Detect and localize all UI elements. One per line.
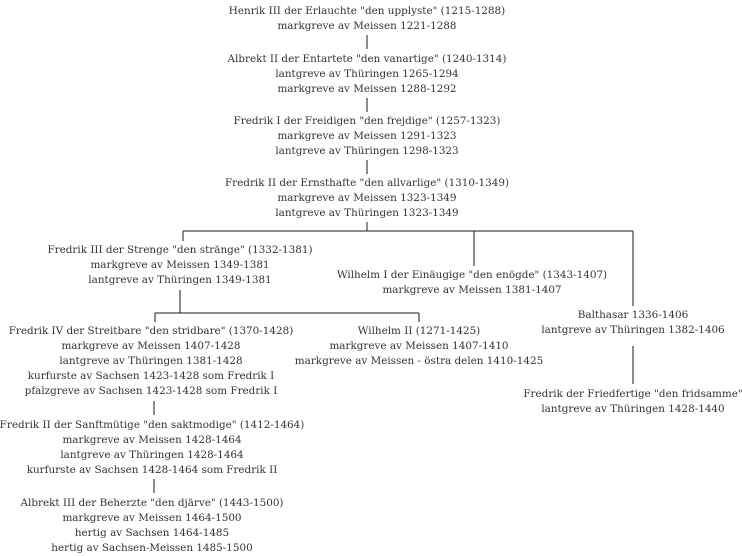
person-name: Wilhelm II (1271-1425): [357, 325, 481, 337]
person-fredrik1: Fredrik I der Freidigen "den frejdige" (…: [234, 114, 501, 159]
person-name: Fredrik der Friedfertige "den fridsamme": [523, 388, 742, 400]
person-title: markgreve av Meissen 1291-1323: [277, 130, 457, 142]
person-title: lantgreve av Thüringen 1349-1381: [88, 274, 272, 286]
person-title: hertig av Sachsen-Meissen 1485-1500: [51, 542, 253, 554]
person-fredrik3: Fredrik III der Strenge "den stränge" (1…: [47, 243, 312, 288]
person-title: markgreve av Meissen 1464-1500: [62, 512, 242, 524]
person-title: markgreve av Meissen 1428-1464: [62, 434, 242, 446]
person-fredrik4: Fredrik IV der Streitbare "den stridbare…: [9, 324, 294, 399]
person-title: markgreve av Meissen 1288-1292: [277, 83, 457, 95]
person-wilhelm2: Wilhelm II (1271-1425) markgreve av Meis…: [295, 324, 543, 369]
person-name: Henrik III der Erlauchte "den upplyste" …: [228, 5, 506, 17]
person-title: lantgreve av Thüringen 1428-1440: [541, 403, 725, 415]
person-henrik3: Henrik III der Erlauchte "den upplyste" …: [229, 4, 505, 34]
person-wilhelm1: Wilhelm I der Einäugige "den enögde" (13…: [337, 268, 607, 298]
person-name: Fredrik IV der Streitbare "den stridbare…: [8, 325, 294, 337]
person-title: lantgreve av Thüringen 1265-1294: [275, 68, 459, 80]
person-title: markgreve av Meissen 1323-1349: [277, 192, 457, 204]
person-title: hertig av Sachsen 1464-1485: [74, 527, 230, 539]
person-name: Fredrik II der Ernsthafte "den allvarlig…: [224, 177, 510, 189]
person-title: markgreve av Meissen 1349-1381: [90, 259, 270, 271]
person-title: kurfurste av Sachsen 1428-1464 som Fredr…: [26, 464, 278, 476]
person-title: lantgreve av Thüringen 1323-1349: [275, 207, 459, 219]
person-name: Fredrik I der Freidigen "den frejdige" (…: [233, 115, 501, 127]
person-name: Albrekt III der Beherzte "den djärve" (1…: [20, 497, 284, 509]
person-albrekt2: Albrekt II der Entartete "den vanartige"…: [228, 52, 507, 97]
person-name: Fredrik II der Sanftmütige "den saktmodi…: [0, 419, 305, 431]
person-title: lantgreve av Thüringen 1428-1464: [60, 449, 244, 461]
person-title: markgreve av Meissen 1381-1407: [382, 284, 562, 296]
person-title: pfalzgreve av Sachsen 1423-1428 som Fred…: [24, 385, 278, 397]
person-albrekt3: Albrekt III der Beherzte "den djärve" (1…: [21, 496, 284, 556]
person-title: lantgreve av Thüringen 1382-1406: [541, 324, 725, 336]
person-title: lantgreve av Thüringen 1381-1428: [59, 355, 243, 367]
person-name: Albrekt II der Entartete "den vanartige"…: [227, 53, 507, 65]
person-name: Balthasar 1336-1406: [577, 309, 689, 321]
person-title: markgreve av Meissen 1407-1410: [329, 340, 509, 352]
person-title: markgreve av Meissen 1221-1288: [277, 20, 457, 32]
person-fredrik-friedfertige: Fredrik der Friedfertige "den fridsamme"…: [523, 387, 742, 417]
person-title: lantgreve av Thüringen 1298-1323: [275, 145, 459, 157]
person-title: markgreve av Meissen - östra delen 1410-…: [294, 355, 544, 367]
person-fredrik2-sanftmutige: Fredrik II der Sanftmütige "den saktmodi…: [0, 418, 304, 478]
person-title: kurfurste av Sachsen 1423-1428 som Fredr…: [27, 370, 275, 382]
person-name: Wilhelm I der Einäugige "den enögde" (13…: [336, 269, 608, 281]
person-name: Fredrik III der Strenge "den stränge" (1…: [47, 244, 313, 256]
person-balthasar: Balthasar 1336-1406 lantgreve av Thüring…: [541, 308, 724, 338]
person-fredrik2-ernsthafte: Fredrik II der Ernsthafte "den allvarlig…: [225, 176, 509, 221]
person-title: markgreve av Meissen 1407-1428: [61, 340, 241, 352]
